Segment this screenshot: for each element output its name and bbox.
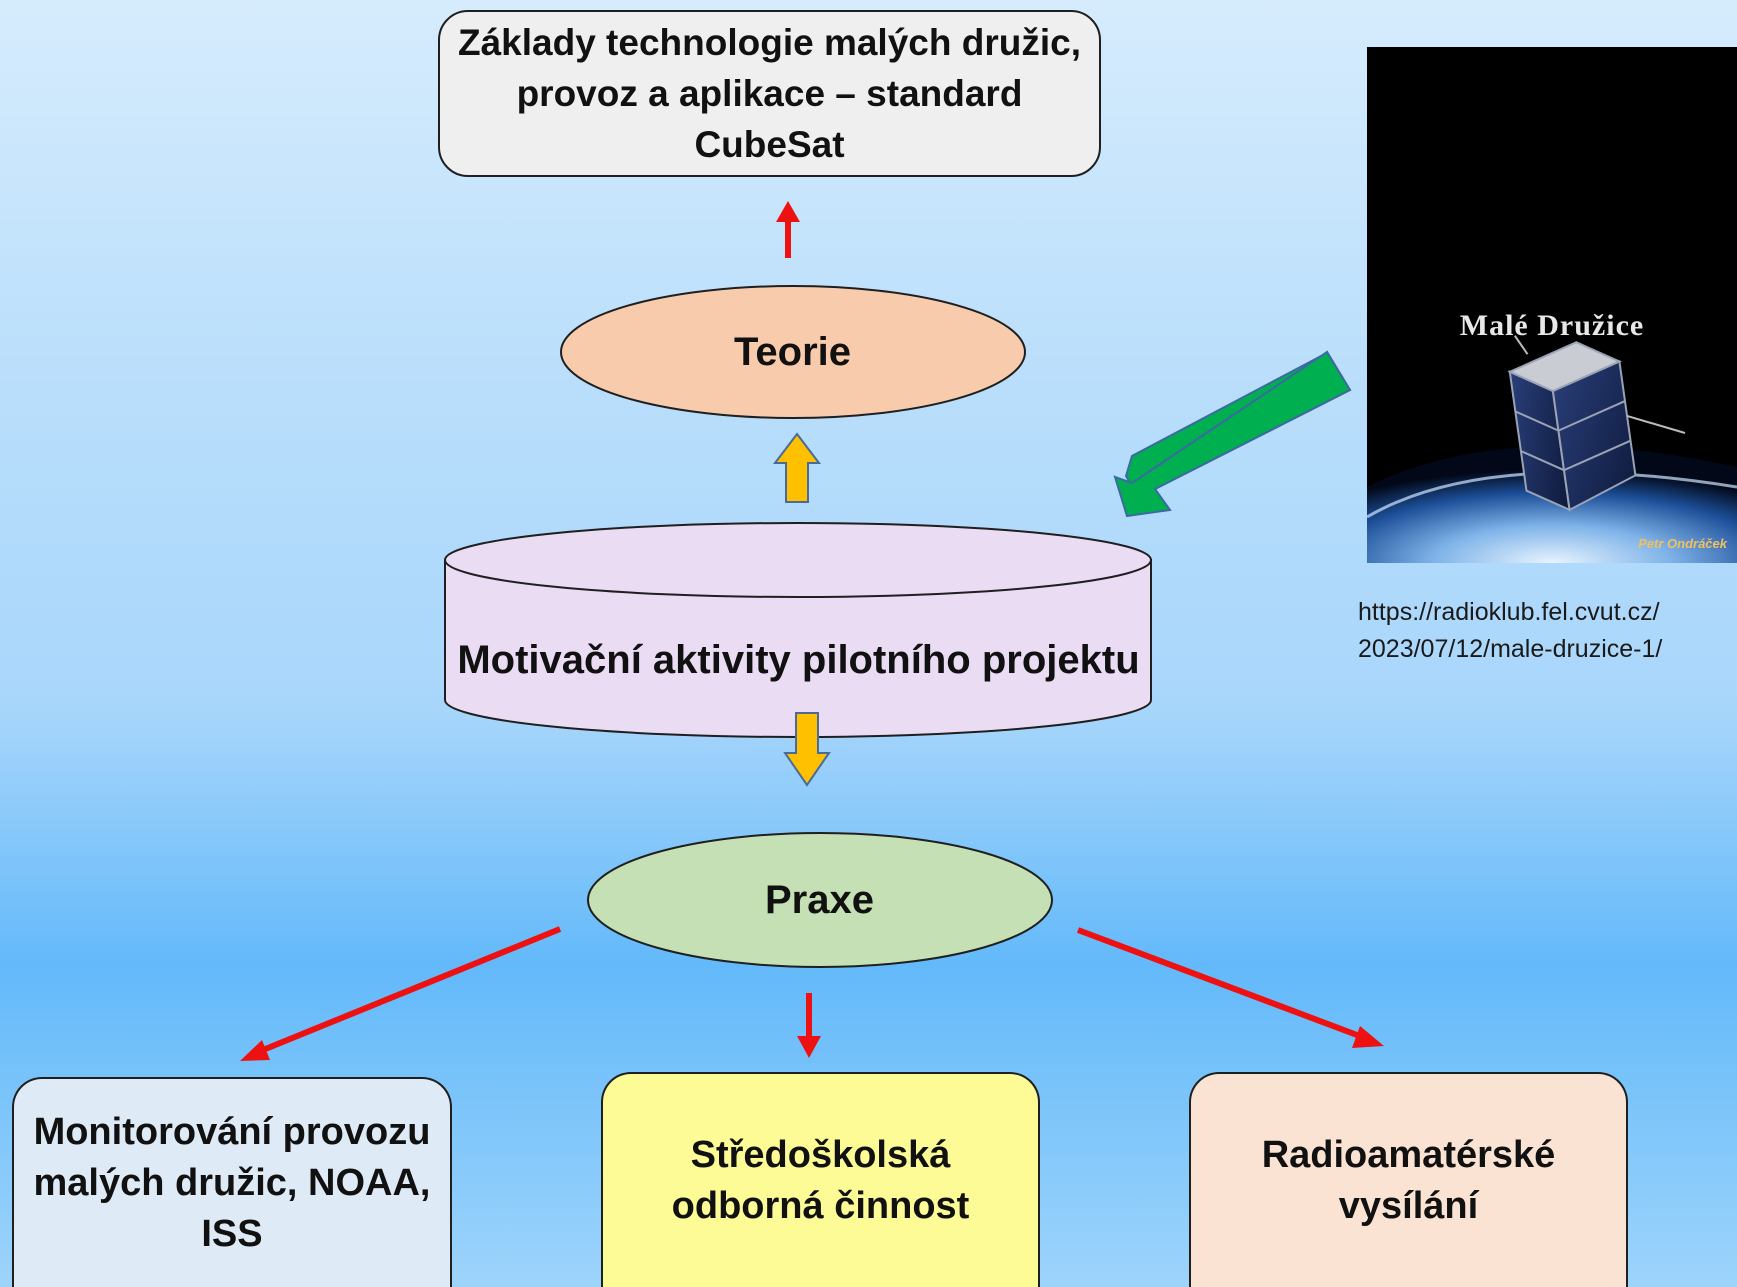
practice-label: Praxe	[765, 877, 874, 922]
source-url: https://radioklub.fel.cvut.cz/ 2023/07/1…	[1358, 594, 1737, 668]
yellow-arrow-down	[783, 712, 831, 787]
yellow-arrow-up	[772, 432, 822, 503]
book-title: Malé Družice	[1459, 309, 1645, 342]
motivation-cylinder	[444, 522, 1152, 738]
red-arrow-left	[240, 926, 562, 1061]
top-box-technology-basics: Základy technologie malých družic, provo…	[438, 10, 1101, 177]
right-box-text: Radioamatérské vysílání	[1261, 1133, 1556, 1227]
theory-ellipse	[560, 285, 1026, 419]
red-arrow-down	[797, 993, 821, 1058]
right-box-radio: Radioamatérské vysílání	[1189, 1072, 1628, 1287]
green-arrow-head	[1113, 350, 1352, 518]
red-arrow-right	[1076, 927, 1384, 1048]
theory-label: Teorie	[733, 329, 852, 374]
left-box-monitoring: Monitorování provozu malých družic, NOAA…	[12, 1077, 452, 1287]
source-url-line2: 2023/07/12/male-druzice-1/	[1358, 635, 1663, 663]
top-box-text: Základy technologie malých družic, provo…	[457, 22, 1081, 165]
book-author: Petr Ondráček	[1638, 536, 1727, 551]
middle-box-text: Středoškolská odborná činnost	[671, 1133, 970, 1227]
source-url-line1: https://radioklub.fel.cvut.cz/	[1358, 598, 1660, 626]
motivation-label: Motivační aktivity pilotního projektu	[457, 638, 1140, 682]
practice-ellipse	[587, 832, 1053, 968]
book-cover-image: Malé Družice Petr Ondráček	[1367, 47, 1737, 563]
red-arrow-up	[776, 201, 800, 258]
middle-box-sos: Středoškolská odborná činnost	[601, 1072, 1040, 1287]
left-box-text: Monitorování provozu malých družic, NOAA…	[33, 1110, 431, 1255]
